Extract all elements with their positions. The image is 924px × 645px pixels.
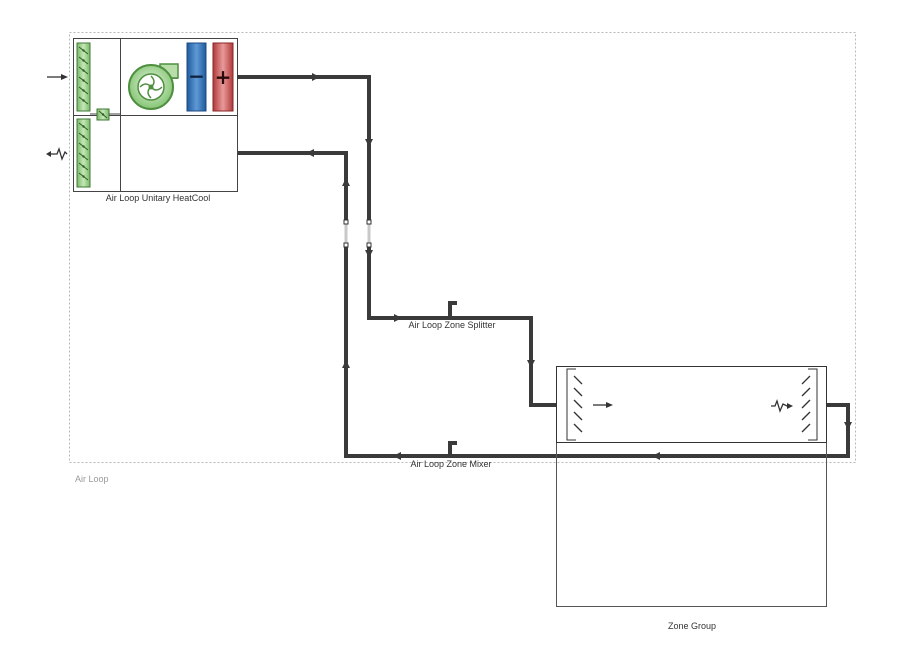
outdoor-air-inlet-arrow	[47, 74, 68, 80]
zone-mixer-label: Air Loop Zone Mixer	[410, 459, 491, 469]
air-loop-boundary[interactable]	[69, 32, 856, 463]
outdoor-air-damper-icon	[76, 42, 91, 112]
zone-splitter[interactable]: Air Loop Zone Splitter	[408, 301, 496, 330]
cooling-coil[interactable]: −	[186, 42, 207, 112]
supply-air-pipe[interactable]	[237, 73, 557, 407]
mixed-air-damper-icon	[90, 108, 120, 121]
unitary-heatcool-label: Air Loop Unitary HeatCool	[106, 193, 211, 203]
relief-air-outlet-icon	[46, 147, 68, 161]
return-node[interactable]	[343, 219, 349, 248]
air-loop-label: Air Loop	[75, 474, 109, 484]
relief-air-damper-icon	[76, 118, 91, 188]
return-flow-icon	[771, 399, 793, 413]
heating-symbol: +	[215, 65, 232, 89]
cooling-coil-icon	[186, 42, 207, 112]
heating-coil[interactable]: +	[212, 42, 234, 112]
supply-flow-arrow	[593, 402, 613, 408]
zone-splitter-label: Air Loop Zone Splitter	[408, 320, 495, 330]
supply-node[interactable]	[366, 219, 372, 248]
fan-icon	[128, 63, 179, 110]
return-grille-icon	[801, 368, 818, 441]
cooling-symbol: −	[188, 64, 205, 88]
return-air-pipe[interactable]	[238, 149, 852, 460]
supply-diffuser-icon	[566, 368, 583, 441]
heating-coil-icon	[212, 42, 234, 112]
zone-group-label: Zone Group	[668, 621, 716, 631]
zone-group[interactable]: Zone Group	[556, 366, 827, 632]
unitary-heatcool[interactable]: − + Air Loop Unitary HeatCool	[73, 38, 238, 204]
zone-mixer[interactable]: Air Loop Zone Mixer	[410, 441, 492, 469]
